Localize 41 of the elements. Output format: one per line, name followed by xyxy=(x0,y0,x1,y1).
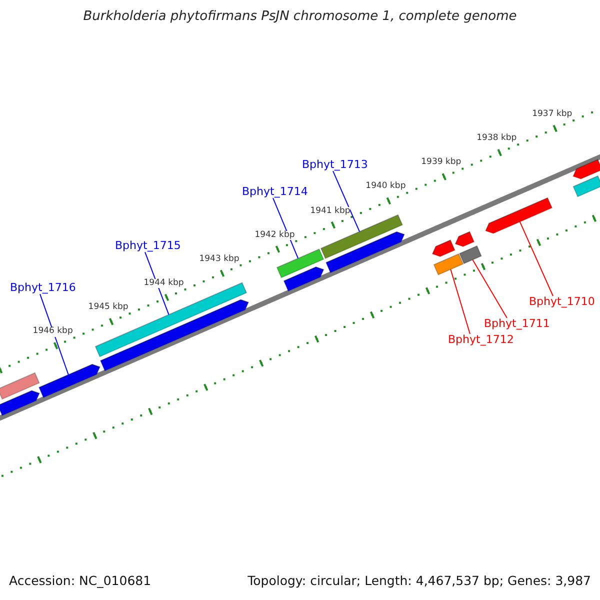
gene-feature xyxy=(283,266,324,292)
gene-feature xyxy=(38,364,101,398)
gene-feature xyxy=(432,239,456,258)
gene-feature xyxy=(0,390,40,416)
scale-label: 1937 kbp xyxy=(532,110,572,120)
leader-line xyxy=(144,252,170,316)
leader-line xyxy=(472,259,508,318)
scale-label: 1941 kbp xyxy=(310,206,350,216)
footer-text: Accession: NC_010681 xyxy=(9,574,152,588)
leader-line xyxy=(40,294,69,376)
gene-label: Bphyt_1711 xyxy=(484,318,550,330)
gene-label: Bphyt_1713 xyxy=(302,159,368,172)
leader-line xyxy=(272,198,299,259)
gene-label: Bphyt_1715 xyxy=(115,240,181,252)
scale-label: 1939 kbp xyxy=(421,158,462,168)
gene-label: Bphyt_1714 xyxy=(242,186,308,198)
gene-feature xyxy=(572,175,600,198)
gene-feature xyxy=(276,248,324,278)
scale-label: 1946 kbp xyxy=(32,327,73,337)
gene-feature xyxy=(572,158,600,180)
gene-label: Bphyt_1710 xyxy=(529,296,595,308)
scale-label: 1940 kbp xyxy=(366,182,406,192)
scale-label: 1938 kbp xyxy=(476,134,517,144)
gene-feature xyxy=(433,253,464,276)
gene-feature xyxy=(484,197,553,234)
leader-line xyxy=(332,170,360,232)
gene-feature xyxy=(0,372,40,400)
title: Burkholderia phytofirmans PsJN chromosome 1, complete genome xyxy=(82,10,518,24)
scale-label: 1943 kbp xyxy=(199,254,240,264)
gene-label: Bphyt_1712 xyxy=(448,334,514,346)
scale-label: 1944 kbp xyxy=(144,278,184,288)
gene-feature xyxy=(320,214,404,260)
gene-feature xyxy=(454,230,475,248)
leader-line xyxy=(450,268,470,334)
footer-text: Topology: circular; Length: 4,467,537 bp; Genes: 3,987 xyxy=(248,574,591,588)
gene-label: Bphyt_1716 xyxy=(10,282,76,294)
gene-feature xyxy=(325,231,406,274)
scale-label: 1942 kbp xyxy=(254,230,295,240)
leader-line xyxy=(519,221,554,296)
scale-label: 1945 kbp xyxy=(88,303,128,312)
gene-feature xyxy=(458,245,482,264)
